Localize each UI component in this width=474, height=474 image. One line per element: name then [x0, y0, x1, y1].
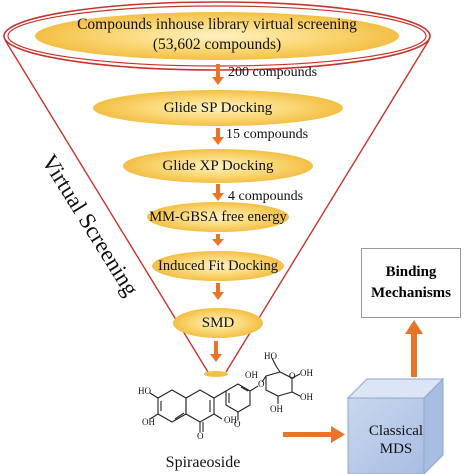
atom-label: OH [142, 417, 155, 427]
library-title: Compounds inhouse library virtual screen… [77, 16, 357, 33]
atom-label: HO [138, 386, 151, 396]
atom-label: OH [270, 404, 283, 414]
molecule-name: Spiraeoside [165, 454, 241, 471]
induced-fit-ellipse [152, 251, 284, 281]
atom-label: OH [300, 392, 313, 402]
count-label-15: 15 compounds [226, 127, 309, 142]
atom-label: OH [300, 368, 313, 378]
mds-label-line2: MDS [379, 441, 413, 457]
atom-label: O [289, 371, 296, 381]
stage-label-induced-fit: Induced Fit Docking [157, 258, 279, 274]
arrow-1 [212, 64, 224, 85]
count-label-4: 4 compounds [228, 189, 304, 204]
atom-label: OH [245, 370, 258, 380]
mds-cube [346, 377, 445, 474]
library-ellipse [35, 12, 399, 60]
mm-gbsa-ellipse [147, 202, 289, 232]
arrow-4 [212, 234, 224, 246]
arrow-3 [212, 184, 224, 201]
stage-label-glide-xp: Glide XP Docking [162, 158, 274, 174]
stage-label-glide-sp: Glide SP Docking [163, 100, 273, 116]
atom-label: OH [224, 415, 237, 425]
stage-label-smd: SMD [201, 315, 235, 331]
smd-ellipse [173, 308, 263, 338]
arrow-to-mds [283, 426, 345, 443]
binding-mechanisms-line2: Mechanisms [371, 285, 451, 301]
atom-label: O [197, 431, 204, 441]
glide-xp-ellipse [123, 149, 313, 183]
atom-label: O [234, 419, 241, 429]
count-label-200: 200 compounds [228, 65, 318, 80]
atom-label: O [258, 379, 265, 389]
arrow-to-binding [405, 320, 423, 377]
arrow-6 [210, 341, 222, 362]
library-count: (53,602 compounds) [152, 36, 282, 53]
mds-label-line1: Classical [368, 423, 424, 439]
spiraeoside-structure [149, 357, 301, 432]
mds-label: Classical MDS [352, 422, 440, 458]
atom-label: HO [264, 351, 277, 361]
glide-sp-ellipse [93, 90, 343, 126]
funnel-tip-ellipse [204, 371, 228, 377]
stage-label-mm-gbsa: MM-GBSA free energy [149, 209, 287, 225]
binding-mechanisms-box: Binding Mechanisms [361, 248, 461, 318]
stage-arrows [210, 64, 224, 362]
arrow-2 [212, 128, 224, 145]
binding-mechanisms-line1: Binding [385, 264, 437, 280]
arrow-5 [212, 283, 224, 300]
